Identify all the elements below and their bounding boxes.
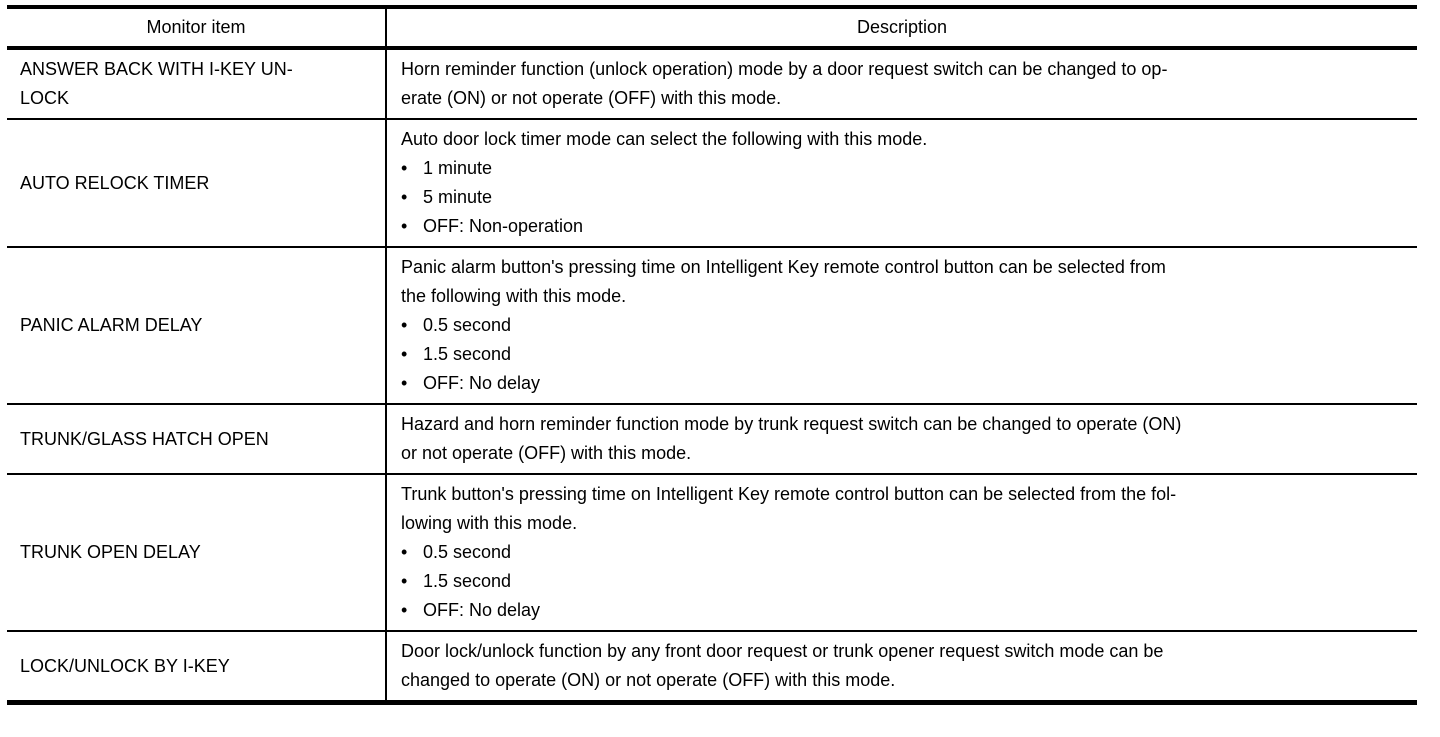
monitor-item-cell: AUTO RELOCK TIMER: [7, 120, 387, 246]
table-row: PANIC ALARM DELAY Panic alarm button's p…: [7, 246, 1417, 403]
option-label: 1.5 second: [423, 344, 512, 364]
bullet-icon: •: [401, 216, 408, 236]
monitor-item-table: Monitor item Description ANSWER BACK WIT…: [7, 5, 1417, 705]
bullet-icon: •: [401, 315, 408, 335]
option-item: • OFF: No delay: [401, 596, 1401, 625]
monitor-item-cell: PANIC ALARM DELAY: [7, 248, 387, 403]
bullet-icon: •: [401, 158, 408, 178]
option-label: 1.5 second: [423, 571, 512, 591]
table-row: AUTO RELOCK TIMER Auto door lock timer m…: [7, 118, 1417, 246]
description-text: Door lock/unlock function by any front d…: [401, 641, 1164, 690]
description-cell: Hazard and horn reminder function mode b…: [387, 405, 1417, 473]
monitor-item-label: LOCK/UNLOCK BY I-KEY: [20, 655, 230, 676]
option-label: OFF: Non-operation: [423, 216, 584, 236]
monitor-item-label: ANSWER BACK WITH I-KEY UN- LOCK: [20, 59, 293, 108]
description-cell: Panic alarm button's pressing time on In…: [387, 248, 1417, 403]
option-item: • OFF: Non-operation: [401, 212, 1401, 241]
monitor-item-cell: LOCK/UNLOCK BY I-KEY: [7, 632, 387, 700]
option-label: OFF: No delay: [423, 600, 541, 620]
option-label: 0.5 second: [423, 542, 512, 562]
description-cell: Trunk button's pressing time on Intellig…: [387, 475, 1417, 630]
service-manual-page: Monitor item Description ANSWER BACK WIT…: [0, 5, 1440, 705]
option-item: • 1.5 second: [401, 567, 1401, 596]
bullet-icon: •: [401, 542, 408, 562]
option-label: 1 minute: [423, 158, 493, 178]
description-text: Hazard and horn reminder function mode b…: [401, 414, 1182, 463]
table-row: ANSWER BACK WITH I-KEY UN- LOCK Horn rem…: [7, 50, 1417, 118]
option-label: 5 minute: [423, 187, 493, 207]
option-item: • 0.5 second: [401, 538, 1401, 567]
description-text: Panic alarm button's pressing time on In…: [401, 257, 1166, 306]
bullet-icon: •: [401, 187, 408, 207]
monitor-item-label: TRUNK OPEN DELAY: [20, 542, 201, 562]
option-label: 0.5 second: [423, 315, 512, 335]
table-row: TRUNK OPEN DELAY Trunk button's pressing…: [7, 473, 1417, 630]
option-item: • 0.5 second: [401, 311, 1401, 340]
monitor-item-label: PANIC ALARM DELAY: [20, 315, 203, 335]
table-row: LOCK/UNLOCK BY I-KEY Door lock/unlock fu…: [7, 630, 1417, 700]
bullet-icon: •: [401, 571, 408, 591]
monitor-item-label: AUTO RELOCK TIMER: [20, 172, 210, 193]
description-cell: Horn reminder function (unlock operation…: [387, 50, 1417, 118]
option-item: • 5 minute: [401, 183, 1401, 212]
option-list: • 0.5 second • 1.5 second • OFF: No delay: [401, 538, 1401, 625]
option-list: • 1 minute • 5 minute • OFF: Non-operation: [401, 154, 1401, 241]
description-cell: Door lock/unlock function by any front d…: [387, 632, 1417, 700]
description-text: Horn reminder function (unlock operation…: [401, 59, 1168, 108]
monitor-item-cell: ANSWER BACK WITH I-KEY UN- LOCK: [7, 50, 387, 118]
description-text: Trunk button's pressing time on Intellig…: [401, 484, 1177, 533]
option-label: OFF: No delay: [423, 373, 541, 393]
option-item: • OFF: No delay: [401, 369, 1401, 398]
bullet-icon: •: [401, 344, 408, 364]
option-item: • 1.5 second: [401, 340, 1401, 369]
column-header-description: Description: [856, 17, 948, 37]
bullet-icon: •: [401, 600, 408, 620]
description-text: Auto door lock timer mode can select the…: [401, 129, 928, 149]
table-body: ANSWER BACK WITH I-KEY UN- LOCK Horn rem…: [7, 50, 1417, 700]
option-list: • 0.5 second • 1.5 second • OFF: No delay: [401, 311, 1401, 398]
table-header-row: Monitor item Description: [7, 9, 1417, 50]
column-header-monitor-item: Monitor item: [7, 9, 387, 46]
bullet-icon: •: [401, 373, 408, 393]
monitor-item-cell: TRUNK/GLASS HATCH OPEN: [7, 405, 387, 473]
description-cell: Auto door lock timer mode can select the…: [387, 120, 1417, 246]
table-row: TRUNK/GLASS HATCH OPEN Hazard and horn r…: [7, 403, 1417, 473]
option-item: • 1 minute: [401, 154, 1401, 183]
monitor-item-cell: TRUNK OPEN DELAY: [7, 475, 387, 630]
monitor-item-label: TRUNK/GLASS HATCH OPEN: [20, 428, 269, 449]
